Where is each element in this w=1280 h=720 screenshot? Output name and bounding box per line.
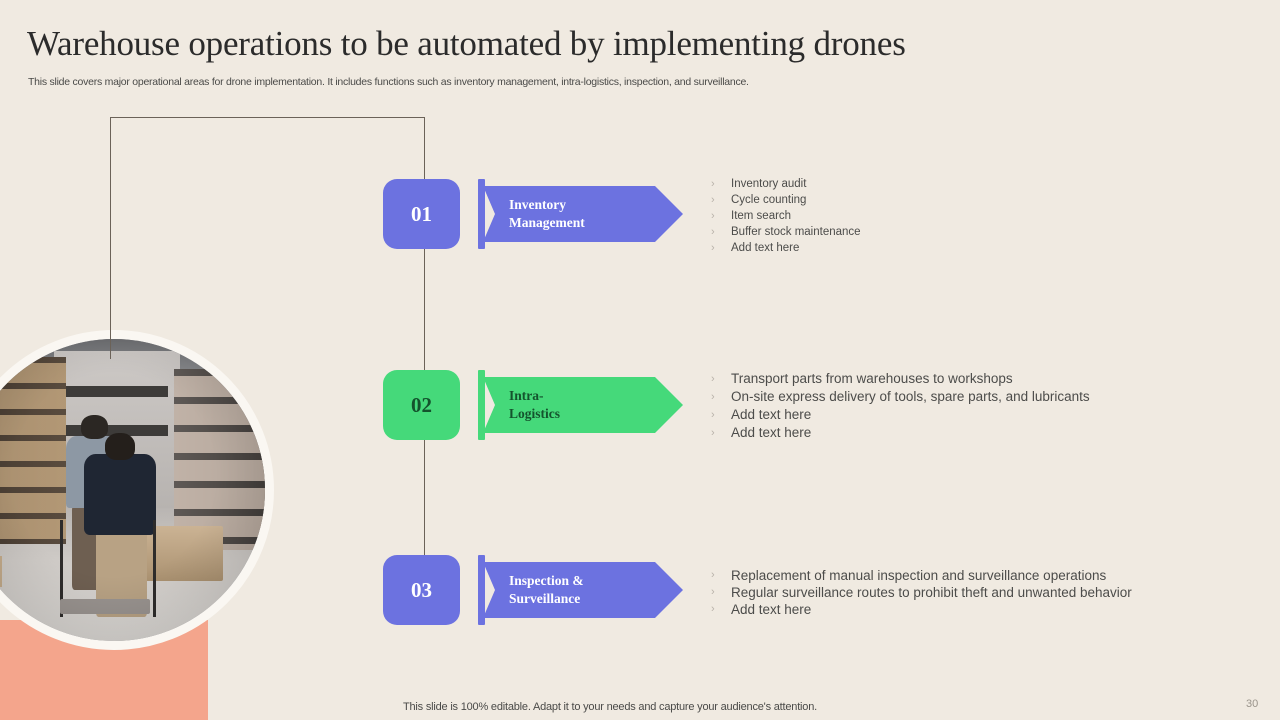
photo-vignette [0,339,265,641]
bullet-text: Regular surveillance routes to prohibit … [731,585,1132,600]
bullet-text: On-site express delivery of tools, spare… [731,389,1090,404]
step-title-banner-03[interactable]: Inspection &Surveillance [483,562,683,618]
list-item: › Item search [705,208,861,224]
chevron-right-icon: › [711,569,715,581]
list-item: › Cycle counting [705,192,861,208]
chevron-right-icon: › [711,226,715,238]
chevron-right-icon: › [711,409,715,421]
list-item: › Regular surveillance routes to prohibit… [705,584,1132,601]
list-item: › Add text here [705,424,1090,442]
bullet-list-03: › Replacement of manual inspection and su… [705,567,1132,618]
bullet-text: Add text here [731,407,812,422]
step-title-label: Inspection &Surveillance [509,572,584,606]
page-title: Warehouse operations to be automated by … [27,24,906,63]
step-number-label: 01 [411,201,432,226]
chevron-right-icon: › [711,210,715,222]
bullet-text: Inventory audit [731,178,807,190]
step-number-badge-01[interactable]: 01 [383,179,460,249]
step-number-label: 02 [411,392,432,417]
chevron-right-icon: › [711,586,715,598]
step-number-badge-03[interactable]: 03 [383,555,460,625]
banner-stub-02 [478,370,485,440]
photo-right-shelving [174,369,265,551]
step-title-banner-02[interactable]: Intra-Logistics [483,377,683,433]
banner-stub-03 [478,555,485,625]
warehouse-photo [0,330,274,650]
list-item: › Add text here [705,240,861,256]
notch-dot-icon-03 [486,586,493,593]
bullet-text: Item search [731,210,792,222]
chevron-right-icon: › [711,194,715,206]
bullet-list-01: › Inventory audit › Cycle counting › Item s… [705,176,861,256]
bullet-text: Replacement of manual inspection and sur… [731,568,1107,583]
photo-trolley-frame [59,520,157,617]
step-title-label: Intra-Logistics [509,387,561,421]
bullet-list-02: › Transport parts from warehouses to work… [705,370,1090,442]
notch-dot-icon-01 [486,210,493,217]
banner-stub-01 [478,179,485,249]
footer-note: This slide is 100% editable. Adapt it to… [403,701,817,713]
page-number: 30 [1246,698,1259,710]
list-item: › Add text here [705,601,1132,618]
list-item: › Transport parts from warehouses to work… [705,370,1090,388]
bullet-text: Add text here [731,242,800,254]
photo-worker-b-head [104,432,136,460]
chevron-right-icon: › [711,427,715,439]
step-number-label: 03 [411,577,432,602]
photo-trolley-deck [59,598,151,614]
photo-small-box [0,556,3,587]
chevron-right-icon: › [711,178,715,190]
step-number-badge-02[interactable]: 02 [383,370,460,440]
bullet-text: Add text here [731,425,812,440]
list-item: › Inventory audit [705,176,861,192]
photo-worker-b-body [83,453,157,536]
chevron-right-icon: › [711,373,715,385]
bullet-text: Add text here [731,602,812,617]
notch-dot-icon-02 [486,401,493,408]
list-item: › Replacement of manual inspection and su… [705,567,1132,584]
chevron-right-icon: › [711,242,715,254]
chevron-right-icon: › [711,391,715,403]
connector-line-spine [424,117,425,575]
bullet-text: Buffer stock maintenance [731,226,861,238]
chevron-right-icon: › [711,603,715,615]
list-item: › On-site express delivery of tools, spar… [705,388,1090,406]
connector-line-top [110,117,424,118]
list-item: › Add text here [705,406,1090,424]
bullet-text: Cycle counting [731,194,807,206]
list-item: › Buffer stock maintenance [705,224,861,240]
bullet-text: Transport parts from warehouses to works… [731,371,1013,386]
connector-line-left [110,117,111,359]
photo-left-shelving [0,357,66,545]
photo-cardboard-boxes [144,526,223,581]
page-subtitle: This slide covers major operational area… [28,76,749,88]
photo-worker-a-head [80,414,108,439]
